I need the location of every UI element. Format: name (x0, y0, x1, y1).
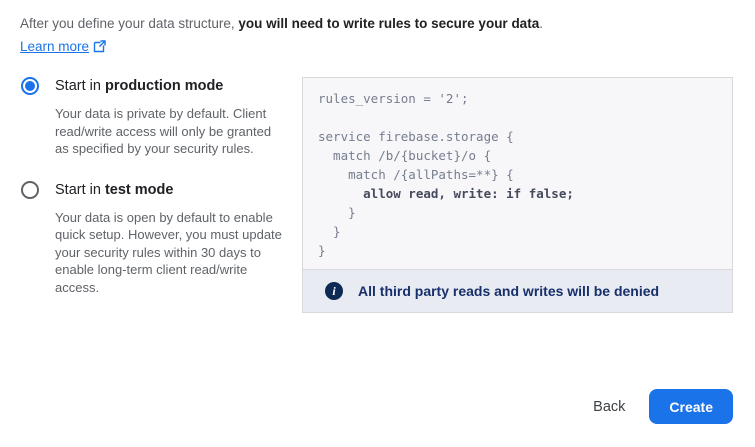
option-test-label: Start in test mode (55, 181, 174, 198)
denied-info-banner: i All third party reads and writes will … (303, 269, 732, 312)
mode-options: Start in production mode Your data is pr… (20, 77, 282, 313)
rules-code-block: rules_version = '2'; service firebase.st… (303, 78, 732, 269)
code-line: match /b/{bucket}/o { (318, 148, 492, 163)
radio-production-mode[interactable] (21, 77, 39, 95)
code-line: } (318, 224, 341, 239)
code-line: service firebase.storage { (318, 129, 514, 144)
intro-prefix: After you define your data structure, (20, 16, 239, 31)
option-test-description: Your data is open by default to enable q… (55, 209, 282, 295)
intro-suffix: . (539, 16, 543, 31)
learn-more-link[interactable]: Learn more (20, 39, 106, 54)
code-line-highlighted: allow read, write: if false; (318, 186, 574, 201)
option-production-label: Start in production mode (55, 78, 224, 94)
code-line: match /{allPaths=**} { (318, 167, 514, 182)
code-line: rules_version = '2'; (318, 91, 469, 106)
code-line: } (318, 205, 356, 220)
code-line (318, 108, 722, 127)
learn-more-label: Learn more (20, 39, 90, 54)
content-row: Start in production mode Your data is pr… (20, 77, 733, 313)
option-production-mode: Start in production mode Your data is pr… (20, 77, 282, 158)
option-test-header[interactable]: Start in test mode (20, 180, 282, 199)
rules-panel: rules_version = '2'; service firebase.st… (302, 77, 733, 313)
intro-bold: you will need to write rules to secure y… (238, 16, 540, 31)
create-button[interactable]: Create (649, 389, 733, 424)
option-production-header[interactable]: Start in production mode (20, 77, 282, 95)
intro-text: After you define your data structure, yo… (20, 14, 733, 34)
banner-text: All third party reads and writes will be… (358, 283, 660, 299)
info-icon: i (325, 282, 343, 300)
back-button[interactable]: Back (583, 391, 635, 423)
code-line: } (318, 243, 326, 258)
radio-test-mode[interactable] (21, 180, 39, 199)
option-production-description: Your data is private by default. Client … (55, 106, 272, 156)
dialog-footer: Back Create (583, 389, 733, 424)
external-link-icon (93, 40, 106, 53)
option-test-mode: Start in test mode Your data is open by … (20, 180, 282, 297)
